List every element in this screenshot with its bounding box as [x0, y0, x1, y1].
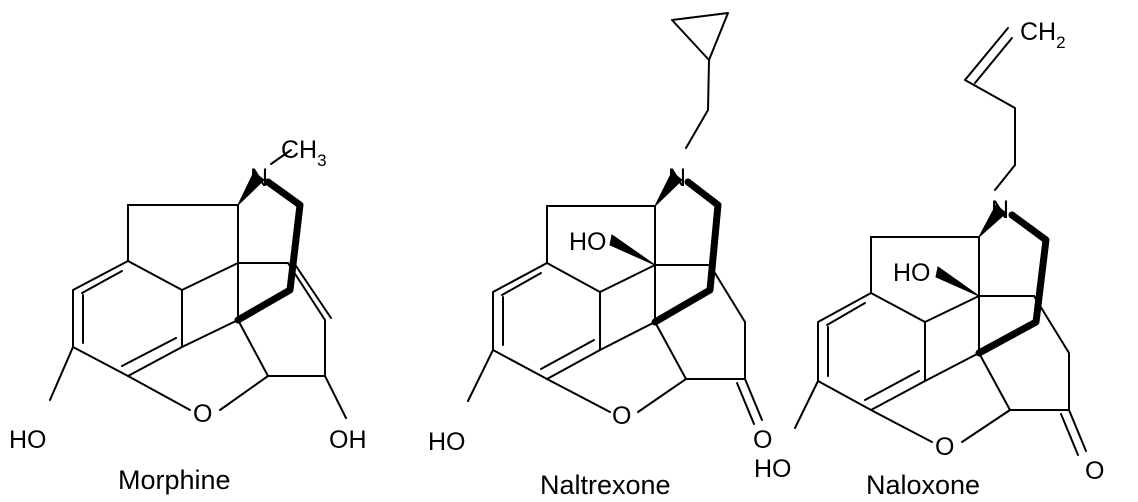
naltrexone-structure: N HO O HO O Naltrexone — [428, 12, 772, 500]
naloxone-structure: CH2 N HO O HO O Naloxone — [754, 18, 1104, 500]
naloxone-aromatic-ring — [817, 292, 926, 411]
morphine-oh-label: OH — [329, 426, 367, 454]
naltrexone-cyclopropyl — [671, 12, 729, 61]
morphine-ch3-label: CH3 — [281, 136, 327, 170]
naloxone-bridge-ho-label: HO — [893, 259, 931, 287]
naloxone-n-label: N — [991, 196, 1009, 224]
naltrexone-ho-label: HO — [428, 428, 466, 456]
morphine-ring-o-label: O — [193, 400, 212, 428]
morphine-ho-label: HO — [9, 426, 47, 454]
naltrexone-keto-o-label: O — [753, 426, 772, 454]
naloxone-name: Naloxone — [866, 470, 980, 500]
naloxone-keto-o-label: O — [1085, 457, 1104, 485]
naloxone-ring-o-label: O — [935, 433, 954, 461]
morphine-aromatic-ring — [72, 260, 183, 377]
morphine-n-label: N — [250, 164, 268, 192]
naltrexone-ring-o-label: O — [612, 402, 631, 430]
naloxone-ch2-label: CH2 — [1020, 18, 1066, 52]
naltrexone-aromatic-ring — [492, 262, 601, 380]
naltrexone-n-label: N — [668, 164, 686, 192]
morphine-name: Morphine — [118, 465, 231, 495]
naltrexone-bridge-ho-label: HO — [569, 228, 607, 256]
morphine-structure: N CH3 O HO OH Morphine — [9, 136, 367, 495]
naltrexone-name: Naltrexone — [540, 470, 671, 500]
naloxone-ho-label: HO — [754, 455, 792, 483]
